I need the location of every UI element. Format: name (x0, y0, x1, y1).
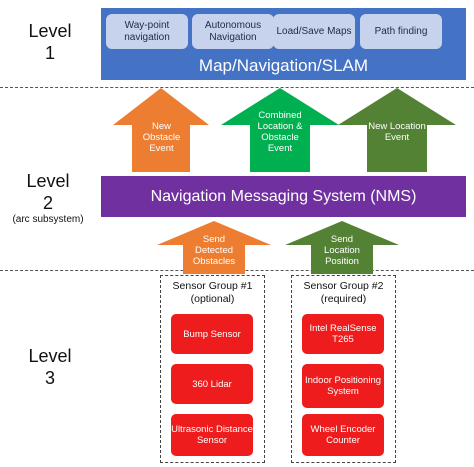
level-divider-top (0, 87, 474, 88)
sensor-group-2-subtitle: (required) (320, 293, 367, 305)
up-arrow-location-position (285, 221, 399, 274)
arrow-label-detected-obstacles: Send Detected Obstacles (192, 234, 236, 267)
up-arrow-detected-obstacles (157, 221, 271, 274)
arrow-label-combined: Combined Location & Obstacle Event (257, 110, 303, 154)
sensor-group-1-title: Sensor Group #1 (optional) (161, 280, 264, 306)
arrow-label-location: New Location Event (368, 121, 426, 143)
sensor-group-1: Sensor Group #1 (optional) Bump Sensor 3… (160, 275, 265, 463)
sensor-indoor-positioning: Indoor Positioning System (302, 364, 384, 408)
module-load-save-maps: Load/Save Maps (273, 14, 355, 49)
level-3-label: Level 3 (20, 345, 80, 389)
level-1-number: 1 (44, 43, 55, 63)
arrow-label-obstacle: New Obstacle Event (142, 121, 181, 154)
level-3-number: 3 (44, 368, 55, 388)
sensor-360-lidar: 360 Lidar (171, 364, 253, 404)
sensor-group-1-name: Sensor Group #1 (172, 280, 253, 292)
level-2-subtitle: (arc subsystem) (12, 214, 84, 225)
nms-bar: Navigation Messaging System (NMS) (101, 176, 466, 217)
slam-title: Map/Navigation/SLAM (198, 56, 369, 75)
sensor-group-1-subtitle: (optional) (190, 293, 235, 305)
slam-box: Way-point navigation Autonomous Navigati… (101, 8, 466, 80)
level-1-label: Level 1 (20, 20, 80, 64)
sensor-group-2: Sensor Group #2 (required) Intel RealSen… (291, 275, 396, 463)
up-arrow-obstacle (113, 88, 209, 172)
level-2-label: Level 2 (arc subsystem) (8, 170, 88, 226)
sensor-ultrasonic: Ultrasonic Distance Sensor (171, 414, 253, 456)
module-waypoint-navigation: Way-point navigation (106, 14, 188, 49)
level-2-word: Level (26, 171, 70, 191)
sensor-bump: Bump Sensor (171, 314, 253, 354)
arrow-label-location-position: Send Location Position (324, 234, 360, 267)
sensor-realsense-t265: Intel RealSense T265 (302, 314, 384, 354)
level-1-word: Level (28, 21, 72, 41)
sensor-wheel-encoder: Wheel Encoder Counter (302, 414, 384, 456)
sensor-group-2-title: Sensor Group #2 (required) (292, 280, 395, 306)
module-autonomous-navigation: Autonomous Navigation (192, 14, 274, 49)
level-3-word: Level (28, 346, 72, 366)
sensor-group-2-name: Sensor Group #2 (303, 280, 384, 292)
module-path-finding: Path finding (360, 14, 442, 49)
level-2-number: 2 (42, 193, 53, 213)
up-arrow-location (338, 88, 456, 172)
up-arrow-combined (221, 88, 339, 172)
